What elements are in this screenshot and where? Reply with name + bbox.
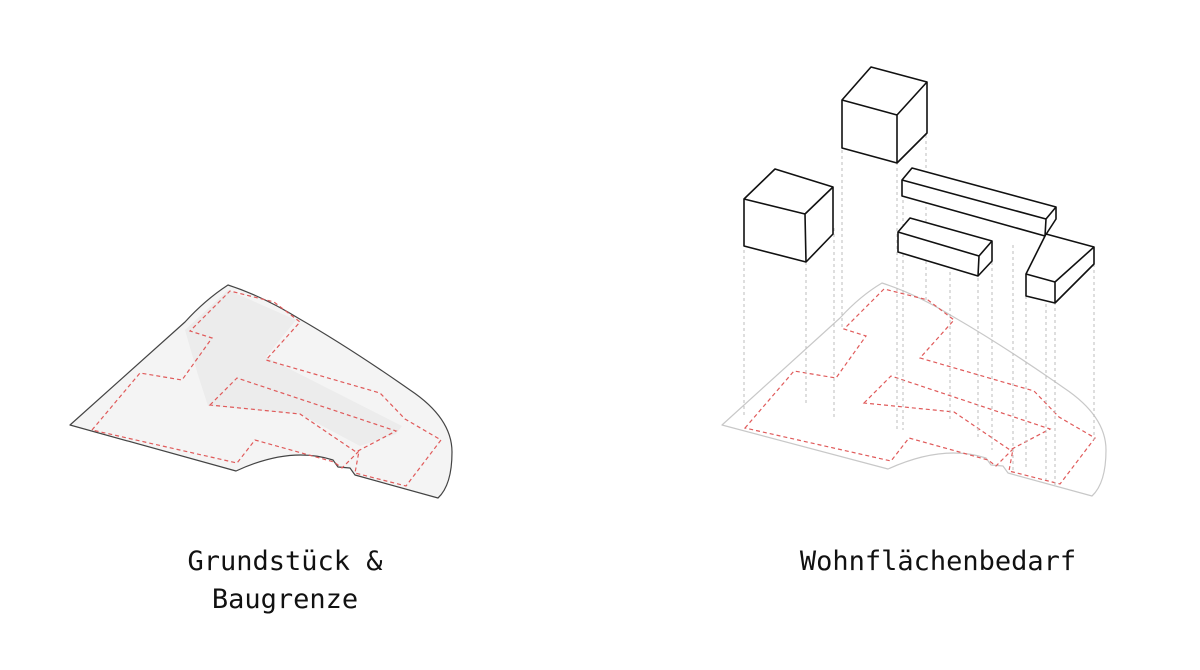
panel-plot-and-building-limit [69, 284, 453, 499]
volume-medium-bar [897, 217, 993, 277]
projection-lines [743, 135, 1095, 485]
caption-line: Wohnflächenbedarf [799, 546, 1077, 577]
volume-small-block [1025, 233, 1095, 304]
plot-parcel-right [721, 282, 1107, 497]
caption-line: Baugrenze [211, 584, 359, 615]
volume-tall-cube [841, 66, 928, 164]
caption-line: Grundstück & [187, 546, 383, 577]
inner-shading-left [185, 290, 402, 446]
building-limit-right [743, 288, 1096, 485]
panel-residential-demand [721, 66, 1107, 497]
caption-residential-demand: Wohnflächenbedarf [738, 543, 1138, 581]
building-limit-left [90, 290, 442, 487]
volume-cube-left [743, 168, 834, 263]
caption-plot-and-building-limit: Grundstück & Baugrenze [130, 543, 440, 619]
volume-long-bar [901, 167, 1057, 237]
